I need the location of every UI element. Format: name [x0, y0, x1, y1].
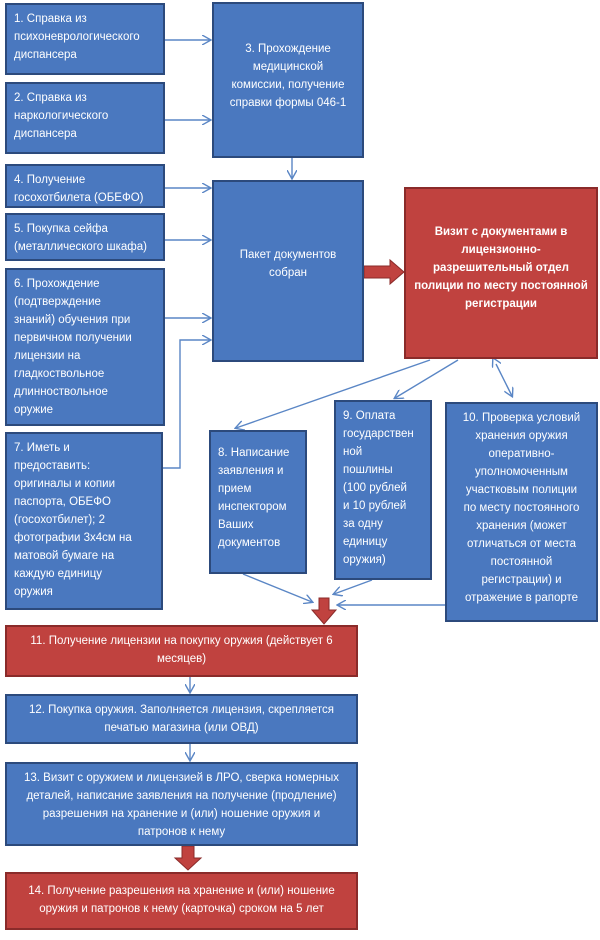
step-11-purchase-license: 11. Получение лицензии на покупку оружия…	[5, 625, 358, 677]
step-5-safe-purchase: 5. Покупка сейфа (металлического шкафа)	[5, 213, 165, 261]
visit-licensing-department: Визит с документами в лицензионно- разре…	[404, 187, 598, 359]
step-6-training: 6. Прохождение (подтверждение знаний) об…	[5, 268, 165, 426]
arrow-visit-to-9	[395, 359, 459, 398]
arrow-8-to-11	[242, 573, 312, 602]
block-arrow-down-to-11	[310, 597, 338, 625]
arrow-9-to-11	[334, 579, 373, 594]
step-9-state-fee: 9. Оплата государствен ной пошлины (100 …	[334, 400, 432, 580]
step-13-visit-lro: 13. Визит с оружием и лицензией в ЛРО, с…	[5, 762, 358, 846]
step-14-storage-permit: 14. Получение разрешения на хранение и (…	[5, 872, 358, 930]
step-8-application-submission: 8. Написание заявления и прием инспектор…	[209, 430, 307, 574]
arrow-7-to-packet	[163, 340, 210, 469]
step-4-hunting-ticket: 4. Получение госохотбилета (ОБЕФО)	[5, 164, 165, 208]
block-arrow-packet-to-visit	[363, 258, 405, 286]
step-7-documents-to-provide: 7. Иметь и предоставить: оригиналы и коп…	[5, 432, 163, 610]
step-12-weapon-purchase: 12. Покупка оружия. Заполняется лицензия…	[5, 694, 358, 744]
step-10-storage-inspection: 10. Проверка условий хранения оружия опе…	[445, 402, 598, 622]
block-arrow-13-to-14	[173, 845, 203, 871]
documents-packet-collected: Пакет документов собран	[212, 180, 364, 362]
step-2-narcology-certificate: 2. Справка из наркологического диспансер…	[5, 82, 165, 154]
arrow-visit-10-bidirectional	[496, 364, 512, 396]
step-3-medical-commission: 3. Прохождение медицинской комиссии, пол…	[212, 2, 364, 158]
step-1-psychoneuro-certificate: 1. Справка из психоневрологического дисп…	[5, 3, 165, 75]
